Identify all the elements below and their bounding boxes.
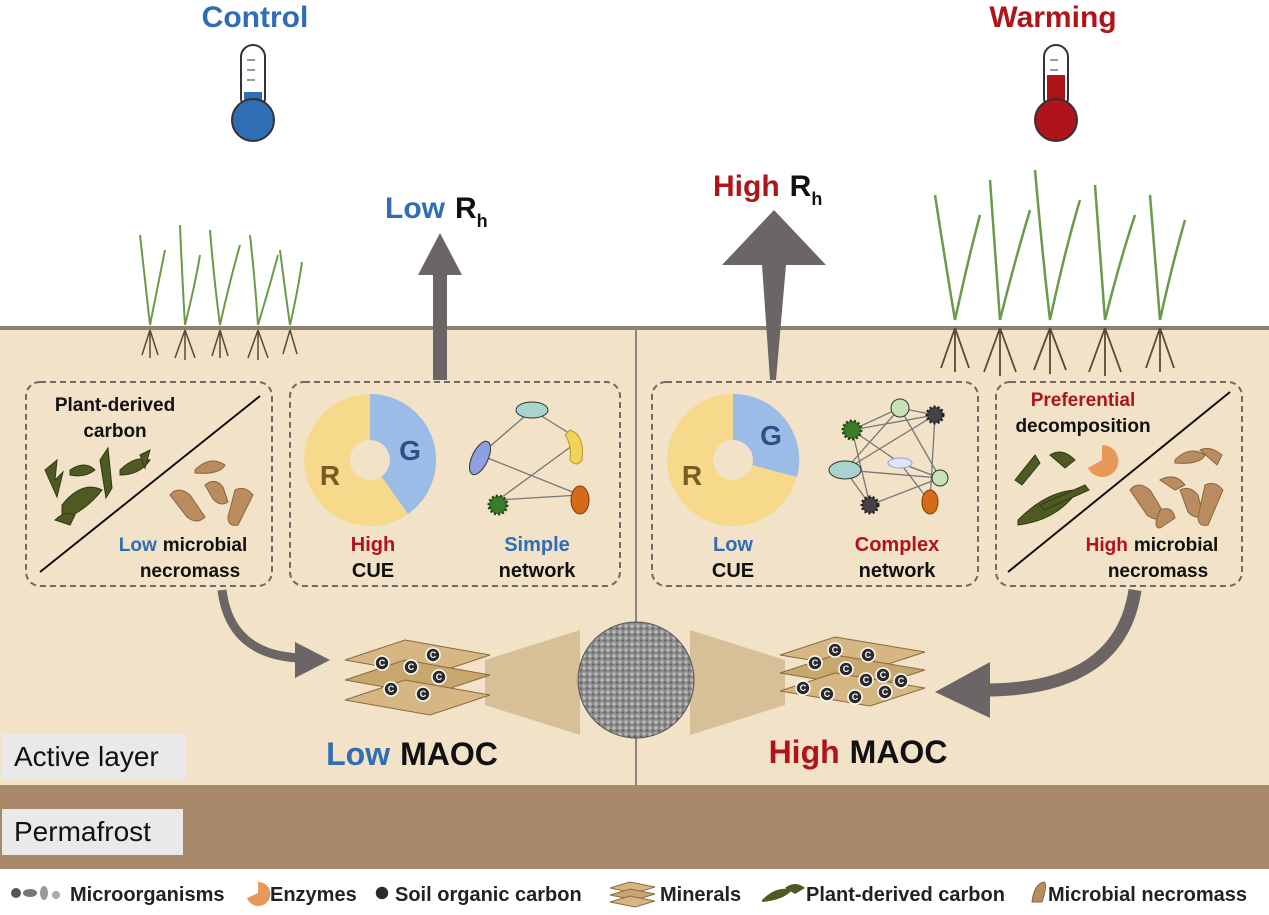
warming-pie-r: R: [682, 460, 702, 491]
control-thermometer-icon: [231, 44, 275, 142]
legend-soil-organic-carbon: Soil organic carbon: [395, 884, 582, 906]
simple-network-icon: [468, 401, 590, 516]
warming-necromass-icon: [1129, 447, 1224, 529]
warming-grass-icon: [933, 169, 1187, 376]
active-layer-label: Active layer: [2, 734, 186, 780]
complex-network-icon: [828, 398, 949, 515]
soc-letter: C: [880, 670, 887, 680]
soil-surface-line: [0, 326, 1269, 330]
soc-letter: C: [863, 675, 870, 685]
soc-letter: C: [408, 662, 415, 672]
mineral-zoom-bridge: [485, 630, 580, 735]
warming-preferential-label: Preferential: [1031, 390, 1136, 411]
control-network-label: network: [499, 560, 577, 582]
soil-organic-carbon-icon: [374, 885, 390, 901]
warming-cue-label: CUE: [712, 560, 754, 582]
sem-image: [577, 621, 695, 739]
minerals-icon: [609, 881, 656, 908]
control-cue-pie-chart: [304, 393, 437, 526]
warming-necromass-label-2: necromass: [1108, 561, 1208, 582]
control-cue-label: CUE: [352, 560, 394, 582]
legend-plant-derived-carbon: Plant-derived carbon: [806, 884, 1005, 906]
legend-enzymes: Enzymes: [270, 884, 357, 906]
control-title: Control: [202, 1, 309, 34]
soc-letter: C: [800, 683, 807, 693]
soc-letter: C: [430, 650, 437, 660]
warming-title: Warming: [989, 1, 1116, 34]
warming-cue-pie-chart: [667, 393, 800, 526]
soc-letter: C: [843, 664, 850, 674]
warming-network-label: network: [859, 560, 937, 582]
soc-letter: C: [388, 684, 395, 694]
control-cue-box: [289, 381, 621, 587]
control-carbon-box: [25, 381, 273, 587]
control-cue-level: High: [351, 534, 395, 556]
control-necromass-label-2: necromass: [140, 561, 240, 582]
warming-network-level: Complex: [855, 534, 939, 556]
warming-decomposition-label: decomposition: [1015, 416, 1150, 437]
soc-letter: C: [436, 672, 443, 682]
warming-cue-box: [651, 381, 979, 587]
warming-plant-carbon-icon: [1014, 451, 1090, 526]
control-pie-g: G: [399, 435, 421, 466]
warming-carbon-box: [995, 381, 1243, 587]
warming-thermometer-icon: [1034, 44, 1078, 142]
soc-letter: C: [420, 689, 427, 699]
control-input-arrow-icon: [217, 589, 330, 678]
microbial-necromass-icon: [1031, 881, 1047, 903]
control-necromass-icon: [169, 460, 254, 526]
control-plant-carbon-icon: [44, 446, 151, 526]
soc-letter: C: [882, 687, 889, 697]
warming-cue-level: Low: [713, 534, 753, 556]
control-grass-icon: [139, 224, 303, 360]
microorganisms-icon: [11, 886, 60, 900]
warming-rh-arrow-icon: [722, 210, 826, 380]
warming-enzyme-icon: [1088, 444, 1119, 477]
permafrost-label: Permafrost: [2, 809, 183, 855]
permafrost-layer: [0, 785, 1269, 869]
control-rh-arrow-icon: [418, 233, 462, 380]
legend-microbial-necromass: Microbial necromass: [1048, 884, 1247, 906]
warming-pie-g: G: [760, 420, 782, 451]
soc-letter: C: [379, 658, 386, 668]
soc-letter: C: [852, 692, 859, 702]
control-network-level: Simple: [504, 534, 570, 556]
soc-letter: C: [832, 645, 839, 655]
soc-letter: C: [812, 658, 819, 668]
enzymes-icon: [247, 881, 271, 906]
legend-minerals: Minerals: [660, 884, 741, 906]
soc-letter: C: [824, 689, 831, 699]
control-pie-r: R: [320, 460, 340, 491]
warming-input-arrow-icon: [935, 588, 1142, 718]
legend-microorganisms: Microorganisms: [70, 884, 224, 906]
control-plant-carbon-label-2: carbon: [83, 421, 146, 442]
control-plant-carbon-label-1: Plant-derived: [55, 395, 175, 416]
soc-letter: C: [898, 676, 905, 686]
plant-derived-carbon-icon: [762, 884, 805, 902]
soc-letter: C: [865, 650, 872, 660]
